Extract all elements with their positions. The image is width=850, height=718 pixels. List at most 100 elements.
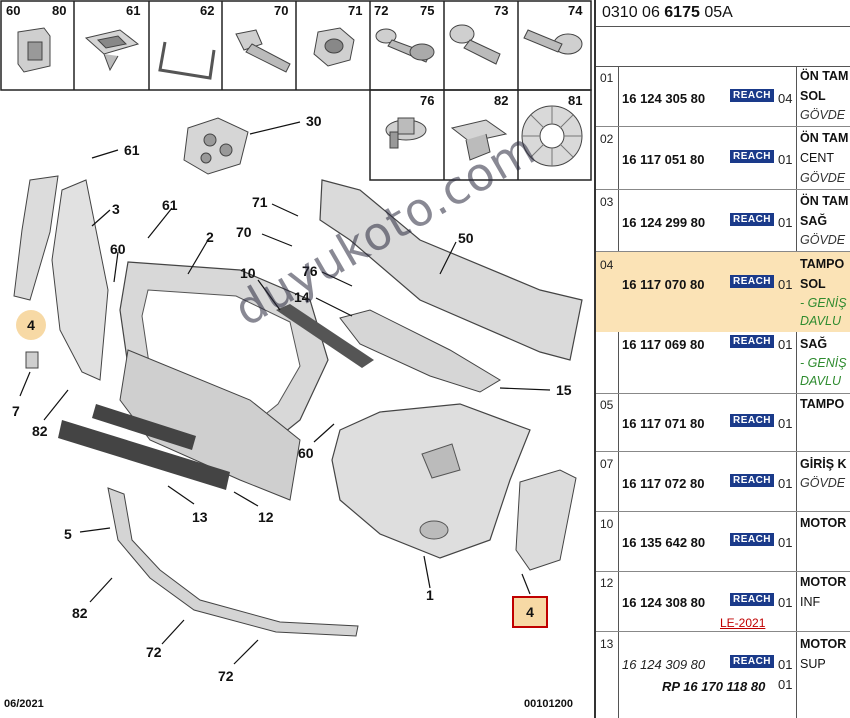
row-desc: MOTOR bbox=[800, 516, 847, 530]
part-number[interactable]: 16 124 309 80 bbox=[622, 657, 706, 672]
callout-12[interactable]: 12 bbox=[258, 509, 274, 525]
row-qty: 01 bbox=[778, 215, 793, 230]
catalog-row-01[interactable]: 01 16 124 305 80 REACH 04 ÖN TAM SOL GÖV… bbox=[596, 67, 850, 127]
callout-61-top[interactable]: 61 bbox=[124, 142, 140, 158]
callout-10[interactable]: 10 bbox=[240, 265, 256, 281]
catalog-title-prefix: 0310 06 bbox=[602, 4, 665, 21]
catalog-col-line bbox=[618, 66, 619, 718]
callout-30[interactable]: 30 bbox=[306, 113, 322, 129]
callout-3[interactable]: 3 bbox=[112, 201, 120, 217]
hex-bolt-icon bbox=[235, 29, 291, 73]
header-label-71: 71 bbox=[348, 3, 363, 18]
row-divider bbox=[596, 451, 850, 452]
header-label-62: 62 bbox=[200, 3, 215, 18]
row-desc: TAMPO bbox=[800, 397, 845, 411]
catalog-row-10[interactable]: 10 16 135 642 80 REACH 01 MOTOR bbox=[596, 512, 850, 572]
callout-15[interactable]: 15 bbox=[556, 382, 572, 398]
row-desc-2: GÖVDE bbox=[800, 476, 846, 490]
catalog-row-04[interactable]: 04 16 117 070 80 REACH 01 TAMPO SOL - GE… bbox=[596, 252, 850, 332]
part-number[interactable]: 16 117 072 80 bbox=[622, 476, 705, 491]
flange-bolt-icon bbox=[375, 28, 435, 63]
le-date-link[interactable]: LE-2021 bbox=[720, 616, 766, 630]
reach-badge: REACH bbox=[730, 213, 774, 226]
callout-50[interactable]: 50 bbox=[458, 230, 474, 246]
row-qty: 01 bbox=[778, 535, 793, 550]
catalog-row-12[interactable]: 12 16 124 308 80 REACH 01 MOTOR INF LE-2… bbox=[596, 572, 850, 632]
reach-badge: REACH bbox=[730, 593, 774, 606]
callout-7[interactable]: 7 bbox=[12, 403, 20, 419]
catalog-row-05[interactable]: 05 16 117 071 80 REACH 01 TAMPO bbox=[596, 394, 850, 452]
callout-4-left[interactable]: 4 bbox=[16, 310, 46, 340]
catalog-row-02[interactable]: 02 16 117 051 80 REACH 01 ÖN TAM CENT GÖ… bbox=[596, 127, 850, 190]
part-number[interactable]: 16 124 305 80 bbox=[622, 91, 706, 106]
catalog-row-03[interactable]: 03 16 124 299 80 REACH 01 ÖN TAM SAĞ GÖV… bbox=[596, 190, 850, 252]
header-label-74: 74 bbox=[568, 3, 583, 18]
callout-82-bottom[interactable]: 82 bbox=[72, 605, 88, 621]
callout-5[interactable]: 5 bbox=[64, 526, 72, 542]
catalog-title-suffix: 05A bbox=[699, 4, 733, 21]
callout-1[interactable]: 1 bbox=[426, 587, 434, 603]
header-label-81: 81 bbox=[568, 93, 583, 108]
callout-60-right[interactable]: 60 bbox=[298, 445, 314, 461]
connector-block-30 bbox=[183, 117, 249, 175]
part-number[interactable]: 16 117 051 80 bbox=[622, 152, 705, 167]
parts-diagram: 60 80 61 62 70 71 72 75 73 74 76 82 81 6… bbox=[0, 0, 592, 710]
catalog-row-07[interactable]: 07 16 117 072 80 REACH 01 GİRİŞ K GÖVDE bbox=[596, 452, 850, 512]
row-qty: 01 bbox=[778, 476, 793, 491]
header-grid bbox=[0, 0, 592, 181]
parts-catalog: 0310 06 6175 05A 01 16 124 305 80 REACH … bbox=[594, 0, 850, 718]
catalog-row-13[interactable]: 13 16 124 309 80 REACH 01 MOTOR SUP RP 1… bbox=[596, 632, 850, 718]
header-label-75: 75 bbox=[420, 3, 435, 18]
callout-13[interactable]: 13 bbox=[192, 509, 208, 525]
callout-82-left[interactable]: 82 bbox=[32, 423, 48, 439]
row-qty: 01 bbox=[778, 595, 793, 610]
row-qty: 01 bbox=[778, 337, 793, 352]
catalog-title: 0310 06 6175 05A bbox=[602, 4, 733, 22]
callout-60-left[interactable]: 60 bbox=[110, 241, 126, 257]
catalog-divider bbox=[596, 66, 850, 67]
right-deflector-4 bbox=[515, 469, 577, 571]
callout-72-left[interactable]: 72 bbox=[146, 644, 162, 660]
lower-panel-12 bbox=[119, 349, 301, 501]
part-number[interactable]: 16 124 299 80 bbox=[622, 215, 706, 230]
callout-14[interactable]: 14 bbox=[294, 289, 310, 305]
torx-bolt-icon bbox=[449, 24, 501, 65]
callout-72-right[interactable]: 72 bbox=[218, 668, 234, 684]
callout-4-right[interactable]: 4 bbox=[512, 596, 548, 628]
part-number[interactable]: 16 117 069 80 bbox=[622, 337, 705, 352]
row-desc-4: DAVLU bbox=[800, 374, 841, 388]
part-number[interactable]: 16 124 308 80 bbox=[622, 595, 706, 610]
diagram-date: 06/2021 bbox=[4, 698, 44, 710]
replacement-part-number[interactable]: RP 16 170 118 80 bbox=[662, 679, 766, 694]
row-desc-3: GÖVDE bbox=[800, 233, 846, 247]
callout-71[interactable]: 71 bbox=[252, 194, 268, 210]
row-desc: ÖN TAM bbox=[800, 69, 849, 83]
row-desc-2: CENT bbox=[800, 151, 835, 165]
catalog-row-04b[interactable]: 16 117 069 80 REACH 01 SAĞ - GENİŞ DAVLU bbox=[596, 332, 850, 394]
replacement-qty: 01 bbox=[778, 677, 793, 692]
row-ref: 02 bbox=[600, 132, 614, 146]
part-number[interactable]: 16 117 071 80 bbox=[622, 416, 705, 431]
callout-61-mid[interactable]: 61 bbox=[162, 197, 178, 213]
header-label-72: 72 bbox=[374, 3, 389, 18]
row-divider bbox=[596, 511, 850, 512]
part-number[interactable]: 16 117 070 80 bbox=[622, 277, 705, 292]
row-desc: MOTOR bbox=[800, 575, 847, 589]
reach-badge: REACH bbox=[730, 655, 774, 668]
callout-2[interactable]: 2 bbox=[206, 229, 214, 245]
header-label-60: 60 bbox=[6, 3, 21, 18]
callout-70[interactable]: 70 bbox=[236, 224, 252, 240]
row-desc-2: SAĞ bbox=[800, 337, 828, 351]
reinforcement-beam-50 bbox=[319, 179, 583, 361]
stud-nut-icon bbox=[385, 117, 427, 149]
row-desc-2: SUP bbox=[800, 657, 826, 671]
row-ref: 05 bbox=[600, 398, 614, 412]
square-clip-icon bbox=[84, 29, 140, 72]
clip-nut-icon bbox=[17, 27, 51, 73]
part-number[interactable]: 16 135 642 80 bbox=[622, 535, 706, 550]
row-ref: 01 bbox=[600, 71, 614, 85]
reach-badge: REACH bbox=[730, 414, 774, 427]
wire-bracket-icon bbox=[158, 41, 216, 80]
callout-76[interactable]: 76 bbox=[302, 263, 318, 279]
header-label-76: 76 bbox=[420, 93, 435, 108]
